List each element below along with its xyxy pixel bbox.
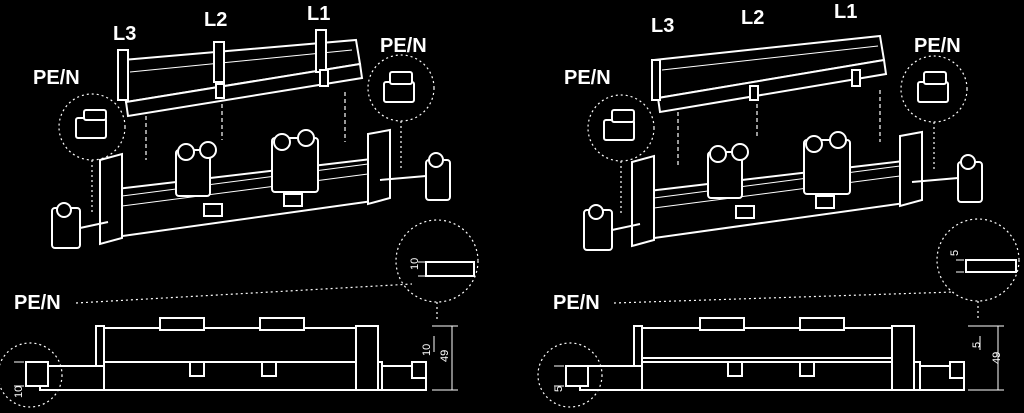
pe-n-label-left-right: PE/N (380, 35, 427, 57)
pe-n-label-right-top: PE/N (564, 67, 611, 89)
phase-label-l3-right: L3 (651, 15, 674, 37)
clamp-detail-right-bottom: 5 (537, 342, 603, 408)
side-view-left: PE/N 49 10 (14, 283, 458, 391)
clamp-detail-left-right: 10 (395, 219, 479, 320)
pe-n-detail-left-1 (58, 93, 126, 214)
pe-n-label-left-side: PE/N (14, 292, 61, 314)
dim-clamp-right-zoom: 5 (949, 250, 961, 256)
dim-height-left: 49 (439, 350, 451, 362)
panel-right: L3 L2 L1 PE/N PE/N PE/N 49 5 (537, 1, 1020, 408)
dim-clamp-left-corner: 10 (13, 386, 25, 398)
pe-n-detail-right-1 (587, 94, 655, 216)
dim-clamp-left-zoom: 10 (409, 258, 421, 270)
pe-n-label-right-side: PE/N (553, 292, 600, 314)
phase-label-l2-left: L2 (204, 9, 227, 31)
dim-clamp-right-corner: 5 (553, 386, 565, 392)
pe-n-label-left-top: PE/N (33, 67, 80, 89)
pe-n-label-right-right: PE/N (914, 35, 961, 57)
clamp-detail-right-right: 5 (936, 218, 1020, 320)
dim-clamp-left-side: 10 (421, 344, 433, 356)
busbar-comb-left (117, 29, 364, 118)
dim-height-right: 49 (991, 352, 1003, 364)
pe-n-detail-right-2 (900, 55, 968, 172)
busbar-comb-right (651, 34, 888, 114)
terminal-base-left (51, 128, 451, 249)
phase-label-l1-left: L1 (307, 3, 330, 25)
pe-n-detail-left-2 (367, 54, 435, 170)
phase-label-l2-right: L2 (741, 7, 764, 29)
side-view-right: PE/N 49 5 (553, 291, 1004, 391)
dim-clamp-right-side: 5 (971, 342, 983, 348)
terminal-base-right (583, 130, 983, 251)
panel-left: L3 L2 L1 PE/N PE/N PE/N 49 10 (0, 3, 479, 408)
phase-label-l3-left: L3 (113, 23, 136, 45)
phase-label-l1-right: L1 (834, 1, 857, 23)
clamp-detail-left-bottom: 10 (0, 342, 63, 408)
